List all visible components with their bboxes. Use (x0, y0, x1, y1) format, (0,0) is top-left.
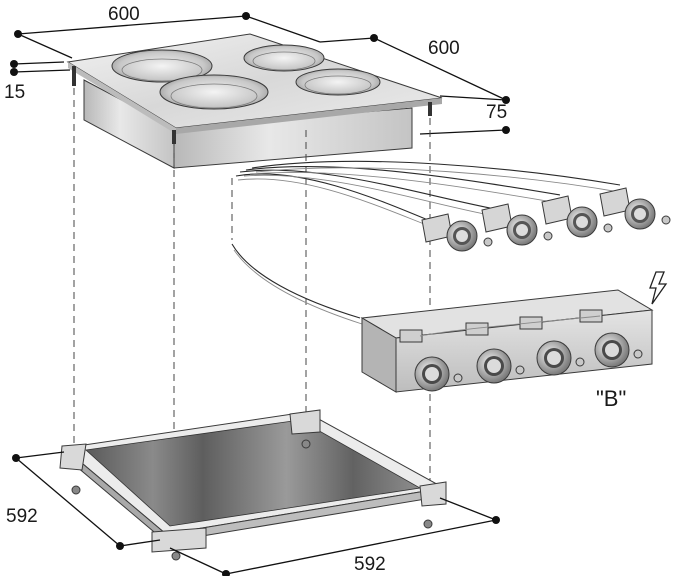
hob-top-edge-front (68, 62, 176, 134)
control-box: "B" (360, 271, 668, 411)
hob-pin-front (172, 130, 176, 144)
frame-bracket-right (419, 481, 447, 507)
hob-height-label: 75 (486, 102, 507, 123)
hob-pin-right (428, 102, 432, 116)
dimension-hob-depth: 600 (319, 34, 510, 104)
hob-depth-label: 600 (428, 38, 460, 59)
screw-4 (171, 551, 181, 561)
wiring-harness (231, 160, 626, 325)
control-box-label: "B" (596, 386, 626, 411)
loose-knob-1 (421, 213, 493, 252)
cooking-zone-back-left (111, 49, 213, 83)
screw-3 (423, 519, 433, 529)
hob-top-edge-right (176, 98, 442, 134)
hob-flange-label: 15 (4, 82, 25, 103)
control-knob-2 (476, 348, 525, 384)
dimension-hob-height: 75 (419, 102, 510, 135)
alignment-guides (73, 88, 431, 560)
dimension-frame-depth: 592 (6, 451, 161, 550)
hob-unit (66, 33, 443, 169)
loose-knob-2 (481, 203, 553, 246)
dimension-frame-width: 592 (169, 497, 500, 576)
mounting-frame (59, 409, 447, 561)
control-knob-4 (594, 332, 643, 368)
frame-bracket-front (151, 527, 207, 553)
dimension-hob-flange: 15 (4, 60, 71, 103)
frame-width-label: 592 (354, 554, 386, 575)
loose-knob-4 (599, 187, 671, 230)
loose-knob-3 (541, 195, 613, 238)
loose-knobs (421, 187, 671, 252)
hob-pin-left (72, 66, 76, 86)
screw-1 (301, 439, 311, 449)
cooking-zone-front-left (159, 74, 269, 110)
cooking-zone-front-right (295, 68, 381, 96)
hob-width-label: 600 (108, 4, 140, 25)
frame-depth-label: 592 (6, 506, 38, 527)
lightning-icon (649, 271, 668, 305)
frame-bracket-back (289, 409, 321, 435)
dimension-hob-width: 600 (14, 4, 321, 59)
frame-bracket-left (59, 443, 87, 471)
cooking-zone-back-right (243, 44, 325, 72)
control-knob-1 (414, 356, 463, 392)
control-knob-3 (536, 340, 585, 376)
screw-2 (71, 485, 81, 495)
